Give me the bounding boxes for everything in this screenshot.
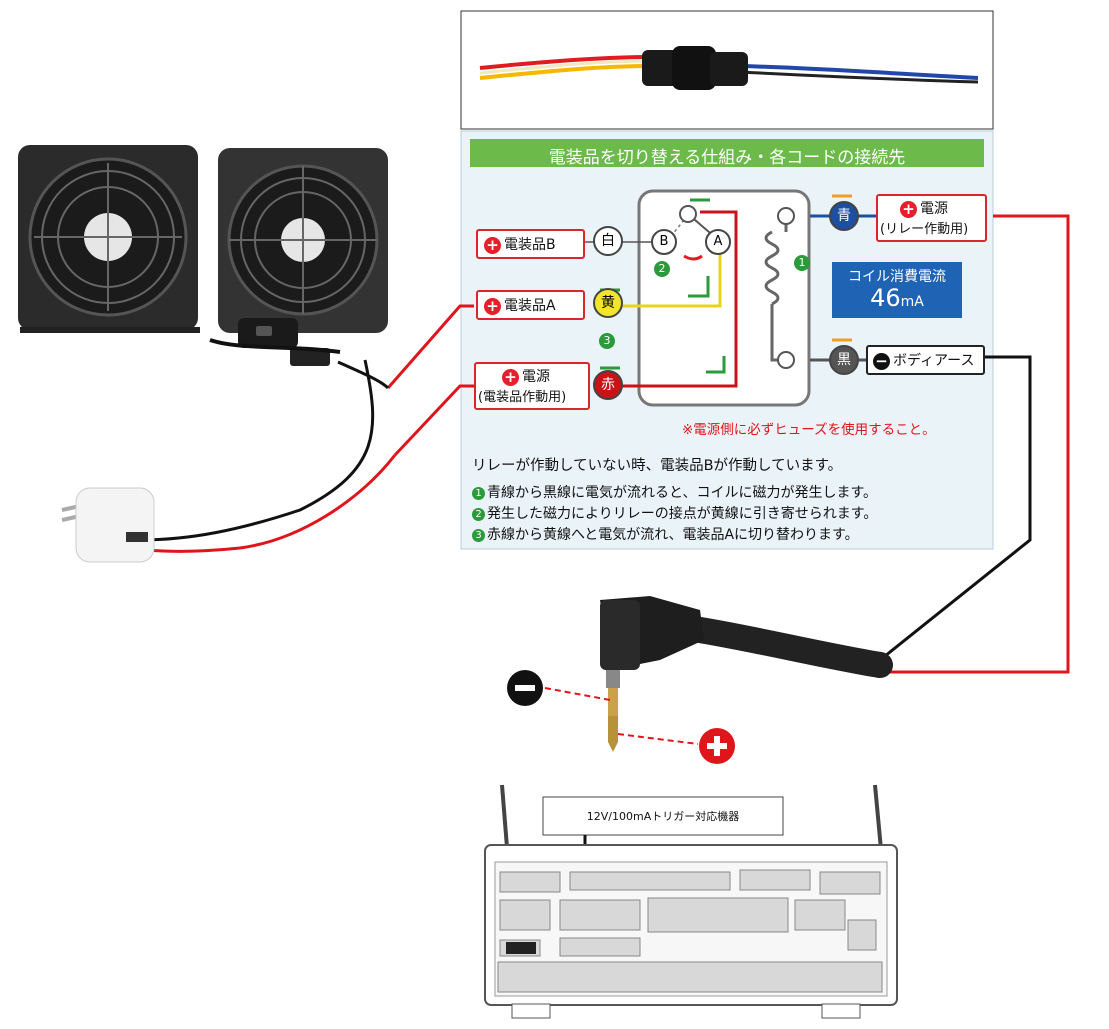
fan-photo [18, 145, 388, 366]
relay-photo [479, 46, 979, 90]
plus-lead [617, 733, 699, 745]
desc-intro: リレーが作動していない時、電装品Bが作動しています。 [472, 458, 843, 474]
arm-pivot [679, 205, 697, 223]
step-badge-2: 2 [654, 258, 672, 277]
coil-terminal-bottom [777, 351, 795, 369]
device-b-text: 電装品B [504, 237, 556, 253]
panel-title: 電装品を切り替える仕組み・各コードの接続先 [548, 148, 906, 168]
coil-terminal-top [777, 207, 795, 225]
wire-tag-yellow: 黄 [593, 288, 623, 318]
step-badge-1: 1 [794, 252, 812, 271]
device-b-label: +電装品B [476, 229, 585, 259]
external-wiring [139, 214, 1070, 674]
contact-b: B [651, 229, 677, 255]
flow-arrows [600, 194, 852, 374]
power-relay-text: 電源 [920, 201, 948, 217]
plus-icon: + [484, 236, 501, 254]
audio-jack-photo [600, 596, 893, 752]
plus-icon: + [502, 368, 519, 386]
power-device-text: 電源 [522, 369, 550, 385]
plus-icon: + [484, 297, 501, 315]
coil-current-value: 46mA [870, 284, 924, 312]
wire-tag-black: 黒 [829, 345, 859, 375]
relay-body [637, 189, 811, 407]
usb-adapter-photo [61, 487, 155, 563]
title-banner [470, 139, 984, 167]
contact-a: A [705, 229, 731, 255]
body-earth-label: −ボディアース [866, 345, 985, 375]
power-relay-sub: (リレー作動用) [880, 222, 969, 237]
coil-current-label: コイル消費電流 [848, 269, 946, 285]
device-a-text: 電装品A [504, 298, 556, 314]
trigger-label-box [542, 796, 784, 836]
power-relay-label: +電源 (リレー作動用) [876, 194, 987, 242]
power-device-label: +電源 (電装品作動用) [474, 362, 590, 410]
trigger-label: 12V/100mAトリガー対応機器 [586, 810, 740, 823]
body-earth-text: ボディアース [893, 353, 975, 369]
device-a-label: +電装品A [476, 290, 585, 320]
av-receiver-drawing [484, 784, 898, 1019]
wire-tag-blue: 青 [829, 201, 859, 231]
plus-icon: + [900, 200, 917, 218]
power-device-sub: (電装品作動用) [478, 390, 567, 405]
wire-tag-white: 白 [593, 226, 623, 256]
coil-current-box [832, 262, 962, 318]
step-badge-3: 3 [599, 330, 617, 349]
minus-lead [544, 687, 611, 701]
wire-tag-red: 赤 [593, 370, 623, 400]
fuse-note: ※電源側に必ずヒューズを使用すること。 [682, 422, 936, 438]
minus-icon: − [873, 352, 890, 370]
